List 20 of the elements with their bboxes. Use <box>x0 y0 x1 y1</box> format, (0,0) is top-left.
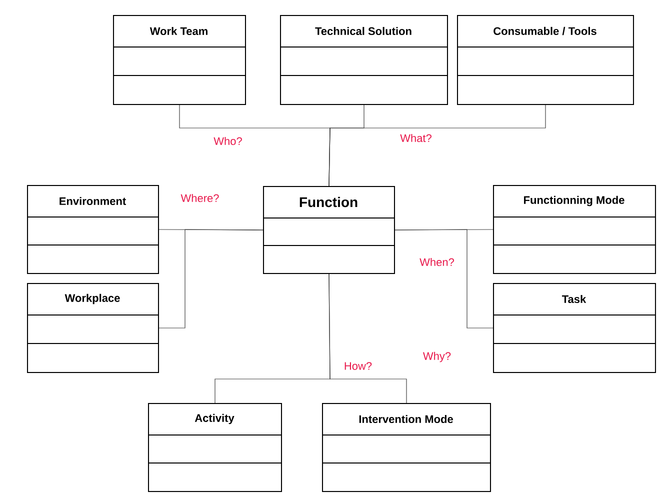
class-box: Functionning Mode <box>492 185 656 274</box>
class-box: Workplace <box>26 283 159 373</box>
class-box: Environment <box>26 185 159 274</box>
class-box: Consumable / Tools <box>456 15 634 105</box>
question-label: When? <box>420 258 454 266</box>
connector-line <box>394 229 494 328</box>
question-label: Who? <box>214 136 242 146</box>
class-box: Technical Solution <box>280 15 448 105</box>
class-box: Function <box>262 186 395 274</box>
class-box: Task <box>492 283 656 373</box>
question-label: Where? <box>180 194 219 202</box>
connector-line <box>328 104 546 186</box>
class-box: Activity <box>148 403 282 492</box>
class-box: Intervention Mode <box>322 403 491 492</box>
connector-line <box>158 229 264 328</box>
class-box: Work Team <box>112 15 246 105</box>
connector-line <box>328 274 407 404</box>
question-label: How? <box>344 362 372 370</box>
question-label: Why? <box>423 352 451 362</box>
question-label: What? <box>400 134 432 142</box>
